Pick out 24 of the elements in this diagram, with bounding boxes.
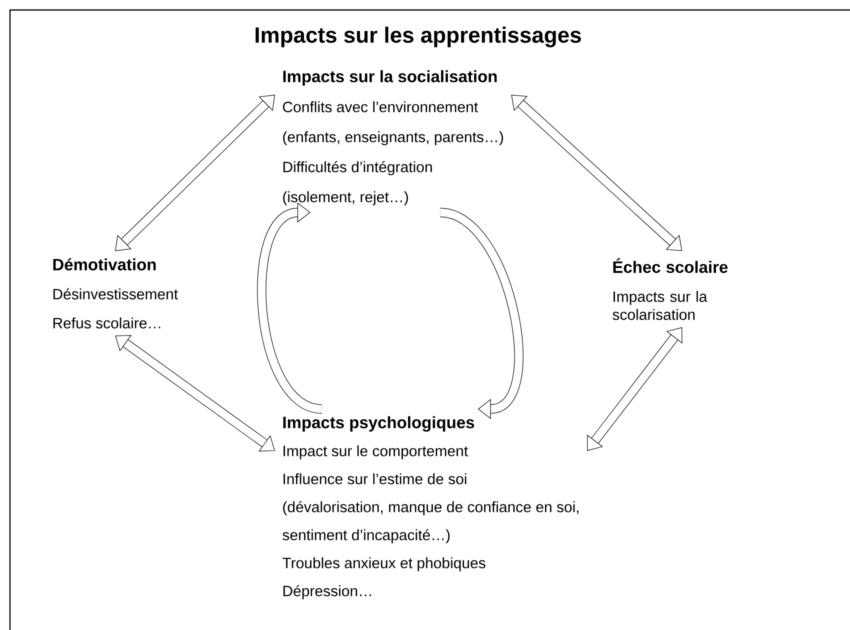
text-line: Impact sur le comportement	[284, 445, 468, 460]
text-line: Difficultés d’intégration	[283, 161, 432, 176]
curved-arrow	[257, 202, 323, 414]
text-line: (isolement, rejet…)	[283, 191, 408, 206]
text-line: Conflits avec l’environnement	[282, 101, 478, 112]
text-line: Dépression…	[283, 585, 372, 600]
heading: Démotivation	[53, 258, 156, 270]
curved-arrow	[439, 208, 524, 420]
double-arrow	[115, 94, 275, 251]
double-arrow	[115, 335, 275, 452]
heading: Impacts sur la socialisation	[283, 70, 497, 86]
double-arrow	[511, 94, 682, 251]
text-line: Refus scolaire…	[53, 317, 160, 328]
text-line: Influence sur l’estime de soi	[284, 473, 466, 484]
heading: Échec scolaire	[613, 258, 728, 273]
text-line: Troubles anxieux et phobiques	[282, 557, 486, 572]
title: Impacts sur les apprentissages	[256, 26, 581, 48]
text-line: Impacts sur la scolarisation	[612, 290, 708, 320]
double-arrow	[587, 327, 682, 451]
text-line: (enfants, enseignants, parents…)	[283, 131, 504, 146]
heading: Impacts psychologiques	[283, 416, 474, 432]
text-line: Désinvestissement	[53, 288, 178, 300]
text-line: (dévalorisation, manque de confiance en soi,	[283, 501, 578, 516]
text-line: sentiment d’incapacité…)	[282, 529, 450, 544]
